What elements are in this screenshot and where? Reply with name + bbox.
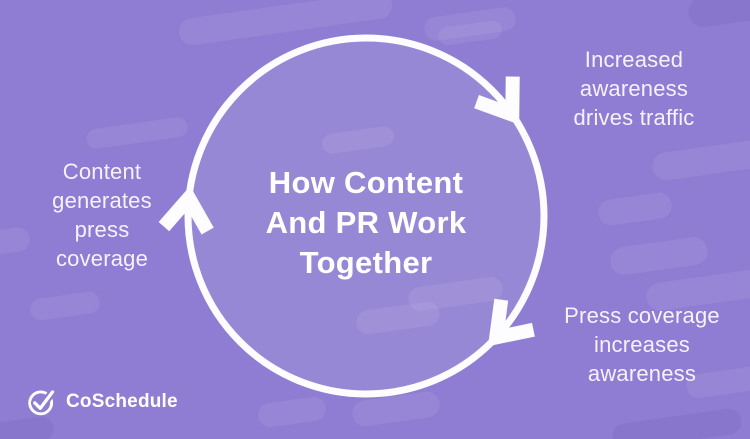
coschedule-check-circle-icon xyxy=(28,388,57,416)
brand-name: CoSchedule xyxy=(66,390,178,412)
label-press-coverage: Press coverage increases awareness xyxy=(517,301,750,388)
label-line: increases xyxy=(594,332,690,357)
title-line: And PR Work xyxy=(265,205,467,240)
label-line: drives traffic xyxy=(573,105,695,130)
label-content-generates: Content generates press coverage xyxy=(2,157,202,273)
label-line: Increased xyxy=(584,47,684,72)
label-line: generates xyxy=(52,188,152,213)
cycle-circle xyxy=(184,34,548,398)
title-line: How Content xyxy=(268,165,464,200)
label-increased-awareness: Increased awareness drives traffic xyxy=(534,45,734,132)
label-line: press xyxy=(74,217,130,242)
label-line: awareness xyxy=(587,361,697,386)
cycle-arrow-top-right xyxy=(474,76,520,125)
brand-logo: CoSchedule xyxy=(27,386,178,417)
title-line: Together xyxy=(299,245,433,280)
diagram-title: How Content And PR Work Together xyxy=(196,163,536,283)
label-line: Press coverage xyxy=(564,303,720,328)
label-line: Content xyxy=(62,159,142,184)
label-line: coverage xyxy=(55,246,149,271)
label-line: awareness xyxy=(579,76,689,101)
cycle-arrow-bottom-right xyxy=(487,298,535,347)
cycle-arrow-left xyxy=(158,185,214,235)
